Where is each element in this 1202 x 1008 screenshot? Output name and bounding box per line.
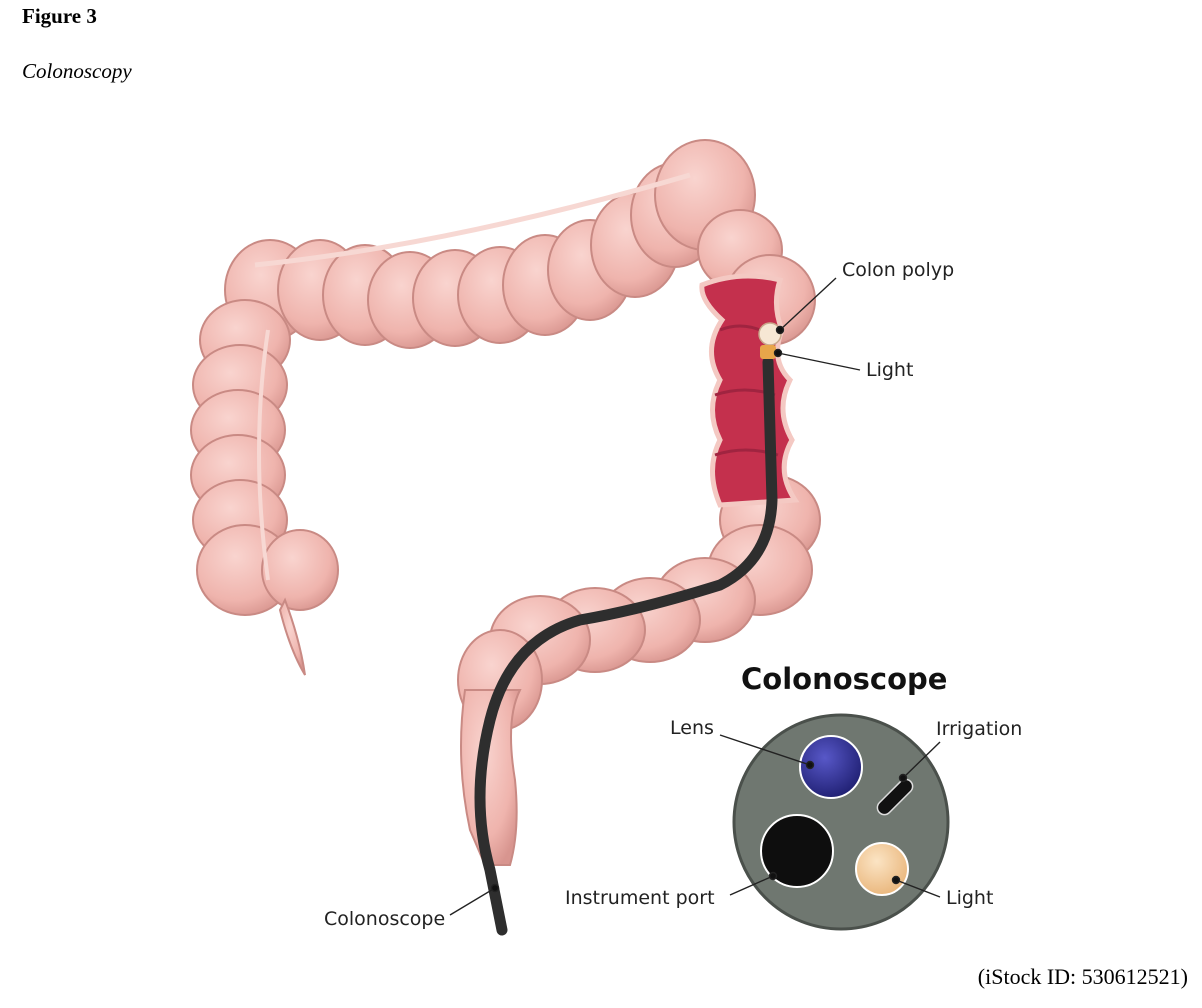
colonoscope-inset: Colonoscope Lens Irrigation Instrument p… [565, 662, 1022, 929]
colonoscope-label: Colonoscope [324, 908, 445, 930]
light-label-main: Light [866, 359, 913, 381]
irrigation-label: Irrigation [936, 718, 1022, 740]
image-credit: (iStock ID: 530612521) [978, 964, 1188, 990]
instrument-port-label: Instrument port [565, 887, 715, 909]
colon-polyp [759, 323, 781, 345]
light-label-inset: Light [946, 887, 993, 909]
light-circle [856, 843, 908, 895]
lens-label: Lens [670, 717, 714, 739]
scope-tip-light [760, 345, 776, 359]
inset-title: Colonoscope [741, 662, 947, 696]
colon-polyp-label: Colon polyp [842, 259, 954, 281]
